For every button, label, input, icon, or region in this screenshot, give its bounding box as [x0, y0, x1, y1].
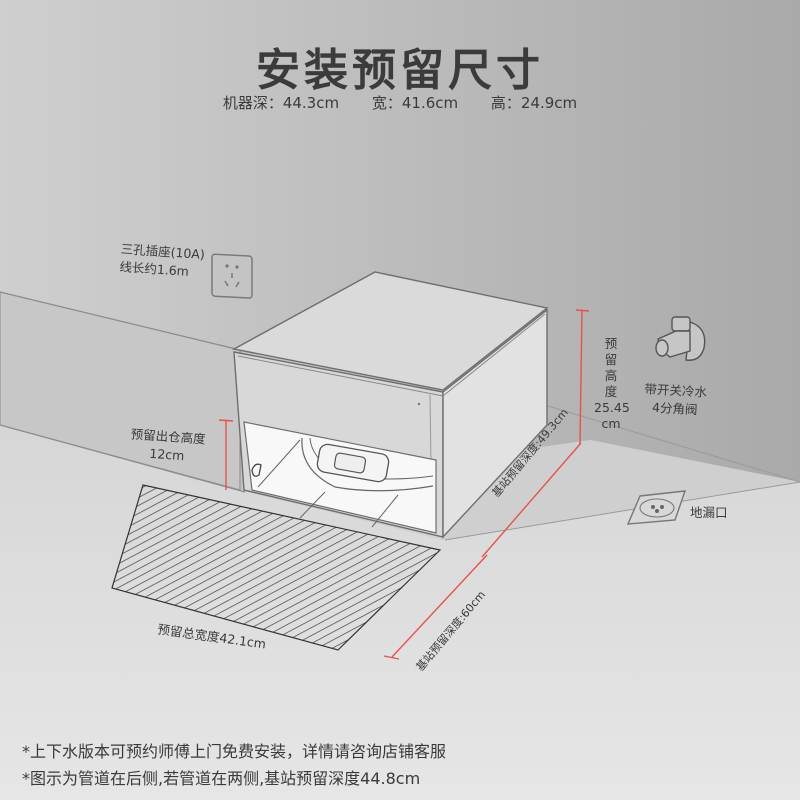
note-1: *上下水版本可预约师傅上门免费安装，详情请咨询店铺客服	[22, 742, 447, 761]
floor-drain-label: 地漏口	[690, 505, 728, 520]
angle-valve-icon	[655, 316, 706, 361]
machine-dimensions: 机器深：44.3cm 宽：41.6cm 高：24.9cm	[0, 92, 800, 113]
socket-label: 三孔插座(10A) 线长约1.6m	[119, 240, 206, 282]
machine-depth: 机器深：44.3cm	[222, 94, 340, 112]
dimension-lines	[218, 309, 590, 660]
reserve-height-label: 预 留 高 度 25.45 cm	[594, 336, 630, 431]
valve-label: 带开关冷水 4分角阀	[644, 381, 708, 418]
note-2: *图示为管道在后侧,若管道在两侧,基站预留深度44.8cm	[22, 769, 421, 788]
page-title: 安装预留尺寸	[256, 45, 544, 96]
machine-height: 高：24.9cm	[490, 94, 578, 112]
power-socket-icon	[211, 253, 253, 299]
base-station-machine	[231, 271, 549, 539]
floor-drain-icon	[626, 490, 687, 525]
exit-height-label: 预留出仓高度 12cm	[130, 426, 207, 464]
machine-width: 宽：41.6cm	[371, 94, 459, 112]
